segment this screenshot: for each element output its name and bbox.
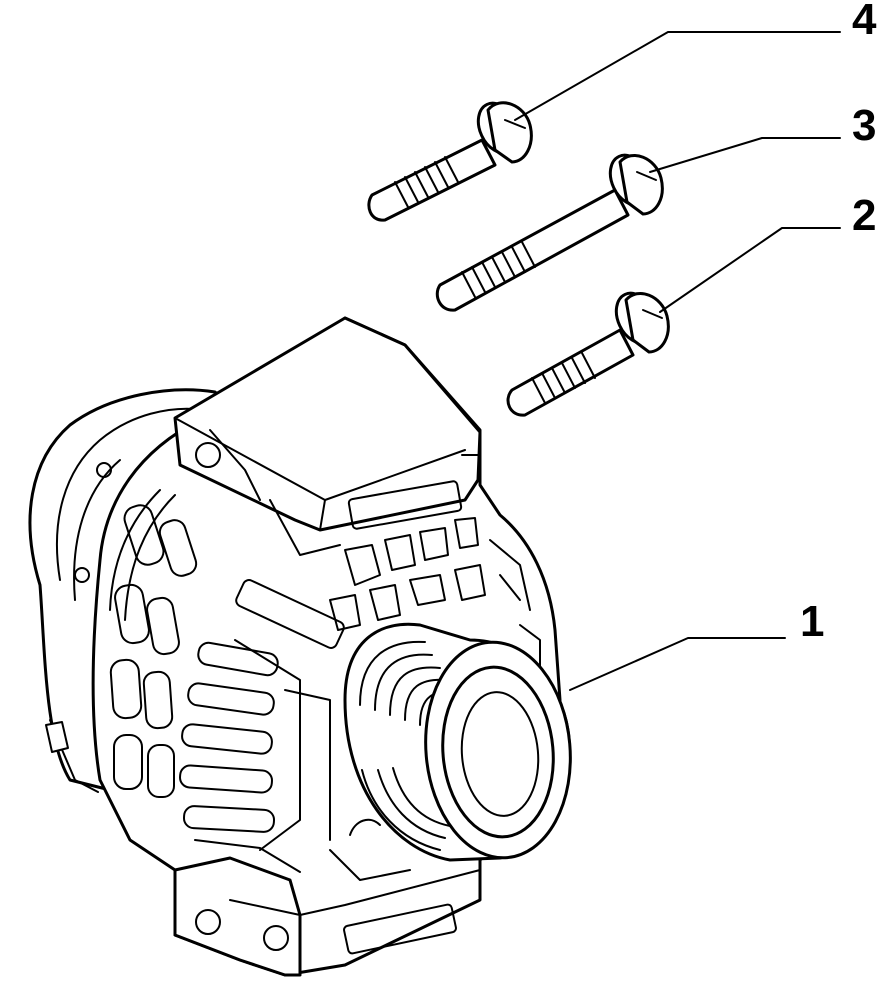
callout-4: 4 xyxy=(852,0,877,44)
pulley xyxy=(343,622,572,862)
callout-3: 3 xyxy=(852,101,876,150)
leader-line-1 xyxy=(569,637,786,691)
bolt-4 xyxy=(367,101,533,222)
upper-mounting-boss xyxy=(173,316,482,556)
alternator xyxy=(28,316,572,977)
lower-mounting-foot xyxy=(173,818,481,977)
leader-lines xyxy=(514,31,841,691)
vent-slots xyxy=(234,517,541,851)
callout-1: 1 xyxy=(800,597,824,646)
leader-line-2 xyxy=(659,227,841,313)
front-housing-fins xyxy=(179,641,301,873)
callout-2: 2 xyxy=(852,191,876,240)
stator-fins xyxy=(109,489,198,798)
leader-line-3 xyxy=(649,137,841,173)
bolt-3 xyxy=(435,153,664,312)
leader-line-4 xyxy=(514,31,841,121)
bolt-2 xyxy=(506,291,670,417)
